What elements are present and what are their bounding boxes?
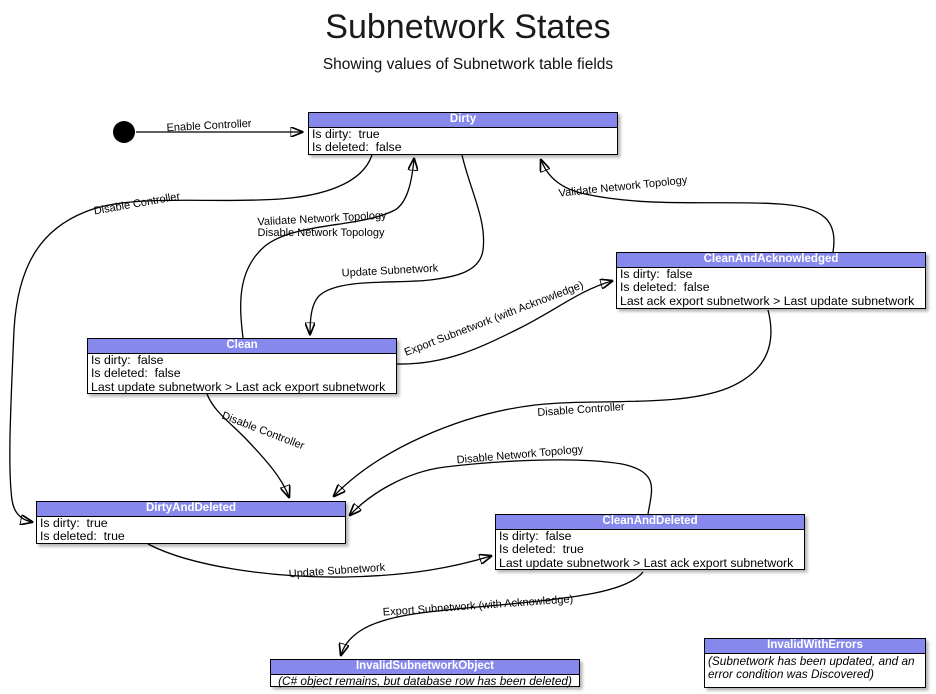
state-note: (C# object remains, but database row has… [278,673,572,688]
diagram-title: Subnetwork States [325,8,611,46]
edge-cleanandacknowledged-to-dirtyanddeleted-disable-controller [334,309,772,496]
edge-cleananddeleted-to-invalidsubnetworkobject-export [341,571,644,655]
state-field: Is dirty: false [620,267,693,281]
edge-dirty-to-clean-update-subnetwork [310,154,485,334]
state-dirty-and-deleted-title: DirtyAndDeleted [37,502,345,517]
edge-dirty-to-dirtyanddeleted-disable-controller [9,154,373,522]
state-field: Is deleted: false [91,367,181,381]
state-dirty: Dirty Is dirty: true Is deleted: false [308,112,618,155]
transition-label-disable-network-topology: Disable Network Topology [257,227,385,239]
state-invalid-subnetwork-object: InvalidSubnetworkObject (C# object remai… [270,659,580,687]
state-field: Is dirty: false [499,529,572,543]
state-note: (Subnetwork has been updated, and an err… [708,653,915,681]
state-field: Is deleted: true [499,543,584,557]
diagram-subtitle: Showing values of Subnetwork table field… [322,56,614,73]
state-field: Last update subnetwork > Last ack export… [499,556,794,570]
state-field: Is dirty: true [312,127,380,141]
state-field: Is dirty: true [40,516,108,530]
state-clean-and-deleted-title: CleanAndDeleted [496,515,804,530]
state-clean-and-acknowledged-title: CleanAndAcknowledged [617,253,925,268]
state-clean-title: Clean [88,339,396,354]
edge-clean-to-dirtyanddeleted-disable-controller [206,393,289,497]
edge-clean-to-cleanandacknowledged-export [396,281,612,365]
initial-state-marker [113,121,135,143]
state-invalid-subnetwork-object-title: InvalidSubnetworkObject [271,660,579,675]
state-field: Is deleted: false [620,281,710,295]
state-invalid-with-errors: InvalidWithErrors (Subnetwork has been u… [704,638,926,688]
edge-cleanandacknowledged-to-dirty-validate [541,160,835,253]
state-field: Last ack export subnetwork > Last update… [620,294,915,308]
state-invalid-with-errors-title: InvalidWithErrors [705,639,925,654]
state-dirty-and-deleted: DirtyAndDeleted Is dirty: true Is delete… [36,501,346,544]
state-field: Is deleted: false [312,141,402,155]
edge-cleananddeleted-to-dirtyanddeleted-disable-topology [350,459,653,515]
state-field: Last update subnetwork > Last ack export… [91,380,386,394]
state-clean-and-deleted: CleanAndDeleted Is dirty: false Is delet… [495,514,805,570]
state-clean: Clean Is dirty: false Is deleted: false … [87,338,397,394]
edge-dirtyanddeleted-to-cleananddeleted-update-subnetwork [147,543,491,578]
state-field: Is deleted: true [40,530,125,544]
state-clean-and-acknowledged: CleanAndAcknowledged Is dirty: false Is … [616,252,926,309]
state-field: Is dirty: false [91,353,164,367]
state-dirty-title: Dirty [309,113,617,128]
edge-clean-to-dirty-validate-disable-topology [240,159,414,339]
